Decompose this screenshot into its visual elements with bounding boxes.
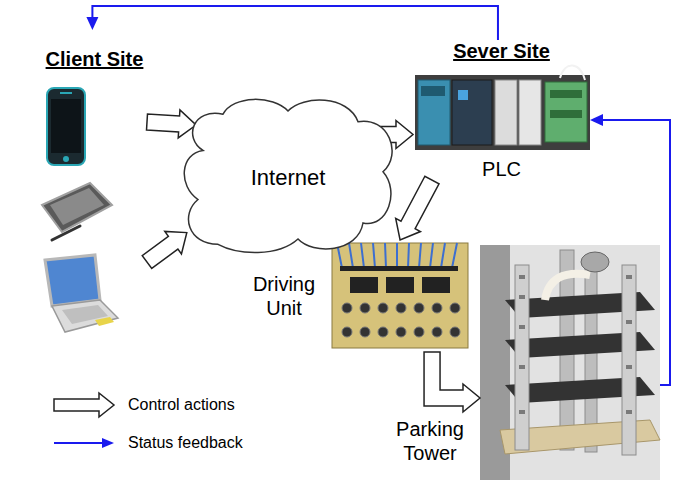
parking-tower-photo-part — [626, 365, 632, 369]
parking-tower-photo-part — [519, 295, 525, 299]
cloud-shape — [184, 99, 392, 252]
legend-row: Status feedback — [50, 428, 243, 458]
plc-photo-part — [550, 90, 582, 98]
site-heading: Sever Site — [453, 40, 550, 63]
tablet-icon-part — [52, 226, 80, 240]
legend-sample — [50, 390, 120, 420]
parking-tower-photo — [480, 245, 660, 480]
legend-text: Control actions — [128, 396, 235, 414]
arrowhead — [102, 438, 114, 448]
plc-photo-part — [421, 86, 445, 96]
plc-photo — [415, 65, 590, 150]
device-label: Driving Unit — [240, 272, 328, 320]
parking-tower-photo-part — [519, 365, 525, 369]
parking-tower-photo-part — [545, 274, 590, 300]
driving-unit-photo-part — [450, 303, 460, 313]
driving-unit-photo-part — [342, 303, 460, 337]
tablet-icon-part — [42, 183, 112, 232]
driving-unit-photo-part — [340, 266, 458, 271]
legend-block-arrow — [54, 393, 114, 417]
plc-photo-part — [415, 75, 590, 150]
driving-unit-photo-part — [414, 327, 424, 337]
cloud-label: Internet — [251, 159, 326, 190]
legend: Control actionsStatus feedback — [50, 390, 243, 466]
site-heading: Client Site — [42, 48, 147, 71]
plc-node: Sever SitePLC — [413, 40, 590, 180]
driving-unit-photo-part — [432, 327, 442, 337]
driving-unit-photo-part — [386, 277, 414, 293]
driving-unit-photo-part — [332, 243, 468, 348]
plc-photo-part — [418, 80, 450, 145]
parking-tower-photo-part — [519, 275, 632, 414]
parking-tower-photo-part — [519, 325, 525, 329]
driving-unit-photo-part — [396, 327, 406, 337]
feedback-line — [92, 6, 498, 40]
parking-tower-photo-part — [519, 275, 525, 279]
site-group: Client Site — [42, 30, 147, 335]
driving-unit-node: Driving Unit — [240, 240, 470, 352]
parking-tower-photo-part — [519, 410, 525, 414]
phone-icon-part — [47, 88, 85, 165]
phone-icon-part — [51, 99, 81, 153]
plc-photo-part — [545, 82, 587, 142]
feedback-arrow — [590, 114, 670, 385]
device-label: Parking Tower — [385, 417, 475, 465]
driving-unit-photo — [332, 243, 468, 348]
tablet-icon — [42, 183, 112, 240]
driving-unit-photo-part — [342, 327, 352, 337]
driving-unit-photo-part — [396, 303, 406, 313]
driving-unit-photo-part — [414, 303, 424, 313]
driving-unit-photo-part — [360, 327, 370, 337]
block-arrow — [147, 110, 197, 138]
control-arrow — [142, 231, 187, 268]
phone-icon — [47, 88, 85, 165]
laptop-icon-part — [95, 317, 114, 326]
block-arrow — [424, 352, 480, 412]
phone-icon-part — [63, 156, 69, 162]
driving-unit-photo-part — [360, 303, 370, 313]
arrowhead — [590, 114, 603, 126]
arrowhead — [86, 17, 98, 30]
device-label: PLC — [482, 158, 521, 180]
driving-unit-photo-part — [422, 277, 450, 293]
control-arrow — [424, 352, 480, 412]
plc-photo-part — [458, 90, 468, 100]
control-arrow — [396, 176, 439, 240]
driving-unit-photo-part — [378, 303, 388, 313]
driving-unit-photo-part — [432, 303, 442, 313]
tablet-icon-part — [50, 188, 104, 225]
parking-tower-node: Parking Tower — [480, 245, 660, 480]
laptop-icon — [45, 255, 118, 332]
feedback-line — [603, 120, 670, 385]
plc-photo-part — [452, 80, 492, 145]
parking-tower-photo-part — [480, 245, 660, 480]
plc-photo-part — [550, 110, 582, 118]
phone-icon-part — [60, 92, 72, 94]
plc-photo-part — [519, 80, 541, 145]
block-arrow — [396, 176, 439, 240]
driving-unit-photo-part — [342, 303, 352, 313]
legend-sample — [50, 428, 120, 458]
driving-unit-photo-part — [350, 277, 378, 293]
parking-tower-photo-part — [626, 410, 632, 414]
laptop-icon-part — [45, 255, 100, 306]
internet-cloud: Internet — [178, 95, 398, 255]
parking-tower-photo-part — [515, 265, 529, 450]
parking-tower-photo-part — [626, 320, 632, 324]
legend-row: Control actions — [50, 390, 243, 420]
driving-unit-photo-part — [337, 243, 457, 268]
parking-tower-photo-part — [581, 252, 609, 272]
driving-unit-photo-part — [378, 327, 388, 337]
plc-photo-part — [560, 65, 585, 80]
laptop-icon-part — [52, 300, 118, 332]
parking-tower-photo-part — [622, 265, 636, 455]
driving-unit-photo-part — [450, 327, 460, 337]
feedback-arrow — [86, 6, 498, 40]
legend-line — [54, 442, 102, 444]
control-arrow — [147, 110, 197, 138]
block-arrow — [142, 231, 187, 268]
plc-photo-part — [495, 80, 517, 145]
parking-tower-photo-part — [626, 275, 632, 279]
legend-text: Status feedback — [128, 434, 243, 452]
